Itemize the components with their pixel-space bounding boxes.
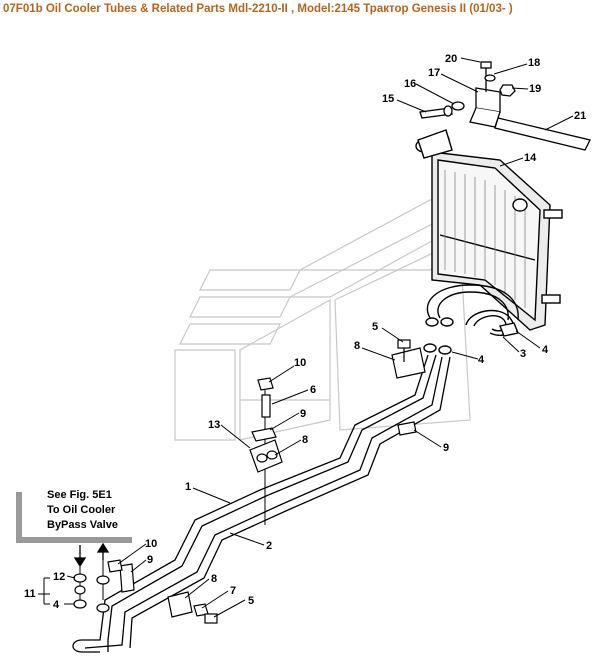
svg-text:To Oil Cooler: To Oil Cooler	[47, 504, 116, 516]
callout-5-lower: 5	[248, 595, 254, 607]
oil-cooler-tubes	[72, 354, 451, 653]
callout-1: 1	[185, 481, 191, 493]
callout-9-lower: 9	[147, 554, 153, 566]
reference-note: See Fig. 5E1 To Oil Cooler ByPass Valve	[47, 489, 118, 531]
callout-19: 19	[529, 83, 541, 95]
callout-15: 15	[382, 93, 394, 105]
mounting-bracket-parts	[419, 61, 591, 151]
callout-11: 11	[24, 588, 36, 600]
oil-cooler-radiator	[415, 129, 563, 331]
callout-20: 20	[445, 53, 457, 65]
callout-18: 18	[528, 57, 540, 69]
callout-14: 14	[524, 152, 537, 164]
callout-16: 16	[404, 78, 416, 90]
callout-21: 21	[574, 110, 586, 122]
callout-4-mid: 4	[478, 354, 485, 366]
flow-arrows	[73, 542, 110, 568]
callout-10-upper: 10	[294, 357, 306, 369]
reference-bracket	[16, 492, 132, 543]
callout-5-upper: 5	[372, 321, 378, 333]
callout-3: 3	[520, 348, 526, 360]
leader-lines	[38, 57, 574, 618]
svg-text:ByPass Valve: ByPass Valve	[47, 519, 118, 531]
page-title: 07F01b Oil Cooler Tubes & Related Parts …	[3, 3, 513, 15]
part-callouts: 20 18 17 19 16 15 21 14 5 4 3 8 4 10 6 9…	[24, 53, 586, 611]
callout-4-lower: 4	[53, 599, 60, 611]
callout-7: 7	[230, 585, 236, 597]
callout-12: 12	[53, 571, 65, 583]
callout-17: 17	[428, 67, 440, 79]
callout-8-upper: 8	[354, 340, 360, 352]
callout-4-right: 4	[542, 344, 549, 356]
callout-8-lower: 8	[211, 573, 217, 585]
svg-text:See Fig. 5E1: See Fig. 5E1	[47, 489, 112, 501]
callout-2: 2	[266, 540, 272, 552]
callout-8-mid: 8	[302, 434, 308, 446]
callout-10-lower: 10	[145, 538, 157, 550]
watermark-logo	[174, 199, 522, 441]
callout-13: 13	[208, 419, 220, 431]
clamps-and-fittings	[73, 339, 426, 624]
callout-9-upper: 9	[300, 408, 306, 420]
cooler-hose-assembly	[423, 284, 519, 355]
callout-9-right: 9	[443, 442, 449, 454]
callout-6: 6	[310, 384, 316, 396]
